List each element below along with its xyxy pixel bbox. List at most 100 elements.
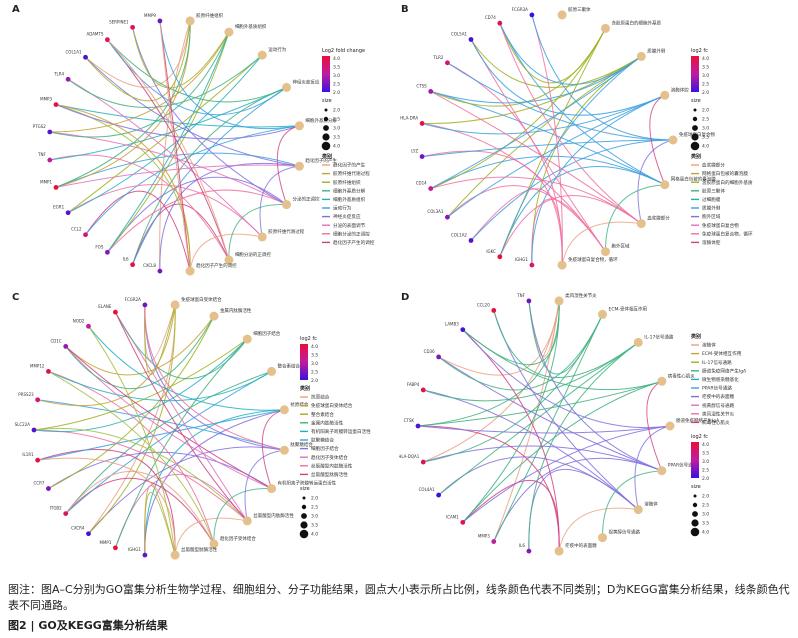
edge-line xyxy=(88,326,176,556)
legend-size-dot xyxy=(322,133,330,141)
gene-node xyxy=(130,262,136,268)
legend-size-dot xyxy=(299,529,309,539)
gene-label: COL3A1 xyxy=(427,209,443,214)
legend-size-dot xyxy=(323,116,329,122)
edge-line xyxy=(244,449,285,521)
panel-a: A 胶原纤维组织细胞外基质组织运动行为神经炎症反应细胞外基质分解趋化因子的产生分… xyxy=(0,0,398,288)
edge-line xyxy=(558,507,639,552)
edge-line xyxy=(499,22,642,85)
legend-category-title: 类别 xyxy=(691,153,701,160)
legend-size-dot xyxy=(692,502,698,508)
edge-line xyxy=(276,125,300,205)
legend-color-bar xyxy=(691,56,699,92)
term-node xyxy=(279,405,289,415)
legend-size-tick: 3.5 xyxy=(311,523,318,529)
edge-line xyxy=(423,341,639,402)
legend-category-label: 疟疾中的表面糖 xyxy=(702,393,735,400)
edge-line xyxy=(88,325,285,411)
term-label: 胶原纤维组织 xyxy=(196,12,223,19)
legend-size-dot xyxy=(690,141,700,151)
legend-category-label: 细胞外基质组织 xyxy=(333,196,366,203)
term-node xyxy=(597,309,607,319)
legend-size-dot xyxy=(302,496,306,500)
gene-label: TLR4 xyxy=(53,71,64,76)
legend-color-tick: 4.0 xyxy=(311,344,318,350)
legend-size-dot xyxy=(693,494,697,498)
gene-node xyxy=(436,492,442,498)
edge-line xyxy=(114,311,248,379)
edge-line xyxy=(144,304,285,451)
legend-size-dot xyxy=(692,116,698,122)
edge-line xyxy=(37,449,176,556)
edge-line xyxy=(421,94,665,135)
term-node xyxy=(554,546,564,556)
edge-line xyxy=(261,409,285,489)
edge-line xyxy=(423,314,603,463)
edge-line xyxy=(493,457,662,542)
edge-line xyxy=(144,304,176,375)
term-node xyxy=(242,334,252,344)
edge-line xyxy=(649,94,666,185)
gene-label: TNF xyxy=(37,152,46,157)
legend-color-tick: 3.0 xyxy=(333,73,340,79)
edge-line xyxy=(65,370,272,514)
edge-line xyxy=(65,370,272,514)
gene-label: MMP3 xyxy=(40,97,52,102)
edge-line xyxy=(447,62,674,141)
legend-category-label: 趋化因子的产生 xyxy=(333,162,366,169)
gene-node xyxy=(529,12,535,18)
edge-line xyxy=(88,304,176,535)
edge-line xyxy=(159,20,191,272)
legend-category-label: 血浆膜部分 xyxy=(702,162,725,169)
gene-label: IL6 xyxy=(519,543,525,548)
edge-line xyxy=(634,425,671,510)
legend-category-label: 免疫球蛋白复合物，循环 xyxy=(702,230,753,237)
legend-color-tick: 2.0 xyxy=(702,476,709,482)
edge-line xyxy=(159,20,300,130)
edge-line xyxy=(430,55,642,190)
term-label: 丝氨酸型内肽酶活性 xyxy=(253,512,294,519)
legend-category-label: 胶原纤维组织 xyxy=(333,179,361,186)
legend-color-tick: 2.0 xyxy=(333,90,340,96)
term-node xyxy=(633,505,643,515)
term-label: 细胞分泌的正调控 xyxy=(235,251,271,258)
legend-category-label: 胞外区域 xyxy=(702,213,721,220)
term-node xyxy=(600,23,610,33)
term-node xyxy=(185,266,195,276)
gene-label: IL1R1 xyxy=(22,452,34,457)
gene-label: IL6 xyxy=(123,257,129,262)
edge-line xyxy=(159,20,191,272)
term-label: 肠道免疫网络产生IgA xyxy=(676,417,720,424)
edge-line xyxy=(499,55,642,257)
legend-color-tick: 2.0 xyxy=(311,378,318,384)
term-label: 视黄醇信号通路 xyxy=(608,529,640,536)
edge-line xyxy=(33,429,248,522)
term-node xyxy=(657,376,667,386)
legend-category-label: IL-17信号通路 xyxy=(702,359,732,366)
edge-line xyxy=(189,233,263,272)
legend-category-label: 胶原纤维代谢过程 xyxy=(333,170,370,177)
gene-label: HLA-DQA1 xyxy=(399,454,420,459)
gene-label: CCR7 xyxy=(34,481,45,486)
legend-color-tick: 3.0 xyxy=(702,73,709,79)
edge-line xyxy=(417,425,671,434)
gene-label: CXCL8 xyxy=(143,263,156,268)
legend-size-tick: 3.0 xyxy=(311,514,318,520)
edge-line xyxy=(37,409,285,461)
gene-node xyxy=(460,519,466,525)
term-label: 网格蛋白包被的囊泡膜 xyxy=(671,176,716,183)
legend-size-tick: 3.5 xyxy=(702,135,709,141)
panel-letter-b: B xyxy=(401,4,409,15)
gene-label: COL4A1 xyxy=(419,487,435,492)
legend-size-tick: 3.5 xyxy=(702,521,709,527)
panel-letter-c: C xyxy=(12,292,20,303)
gene-label: MMP3 xyxy=(478,534,490,539)
term-label: ECM-受体相互作用 xyxy=(608,305,647,312)
term-node xyxy=(282,82,292,92)
gene-label: IGKC xyxy=(486,249,496,254)
gene-node xyxy=(31,427,37,433)
legend-category-label: ECM-受体相互作用 xyxy=(702,350,742,357)
edge-line xyxy=(174,517,248,556)
gene-label: IGHG1 xyxy=(515,257,528,262)
gene-node xyxy=(47,157,53,163)
